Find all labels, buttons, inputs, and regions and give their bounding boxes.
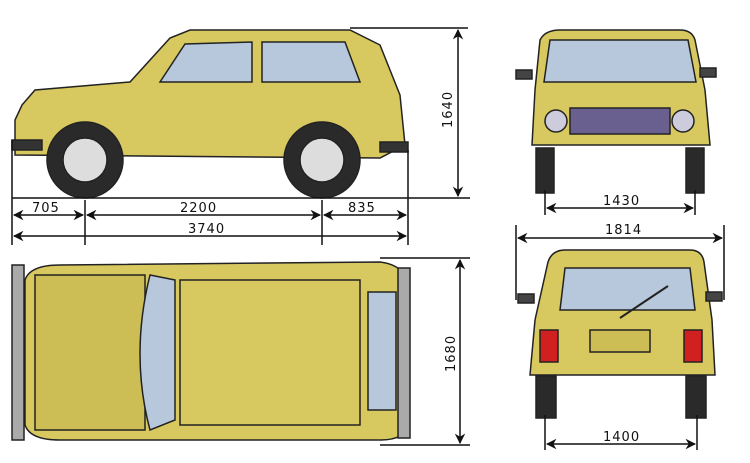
front-grille (569, 107, 671, 135)
headlight-right (671, 109, 695, 133)
label-front-overhang: 705 (32, 201, 60, 216)
rear-tire-right (685, 375, 707, 419)
windshield (543, 39, 697, 83)
taillight-left (539, 329, 559, 363)
label-overall-width: 1814 (605, 223, 642, 238)
mirror-left (515, 69, 533, 80)
hood (34, 274, 146, 431)
rear-wiper (619, 285, 669, 319)
rear-mirror-left (517, 293, 535, 304)
rear-mirror-right (705, 291, 723, 302)
label-rear-track: 1400 (603, 430, 640, 445)
top-view (11, 261, 411, 441)
label-overall-length: 3740 (188, 222, 225, 237)
top-bumper-front (11, 264, 25, 441)
license-plate (589, 329, 651, 353)
headlight-left (544, 109, 568, 133)
front-tire-left (535, 147, 555, 194)
rear-view (517, 249, 723, 419)
front-view (515, 29, 717, 194)
mirror-right (699, 67, 717, 78)
label-front-track: 1430 (603, 194, 640, 209)
label-body-width: 1680 (444, 335, 459, 372)
front-tire-right (685, 147, 705, 194)
taillight-right (683, 329, 703, 363)
side-window-front (158, 41, 253, 83)
rear-tire-left (535, 375, 557, 419)
side-window-rear (261, 41, 362, 83)
roof (179, 279, 361, 426)
side-bumper-front (11, 139, 43, 151)
rear-hubcap (299, 137, 345, 183)
label-rear-overhang: 835 (348, 201, 376, 216)
label-height: 1640 (441, 91, 456, 128)
label-wheelbase: 2200 (180, 201, 217, 216)
top-windshield (139, 274, 176, 432)
rear-window (559, 267, 696, 311)
top-bumper-rear (397, 267, 411, 439)
side-view (11, 29, 409, 199)
side-bumper-rear (379, 141, 409, 153)
front-hubcap (62, 137, 108, 183)
top-rear-window (367, 291, 397, 411)
